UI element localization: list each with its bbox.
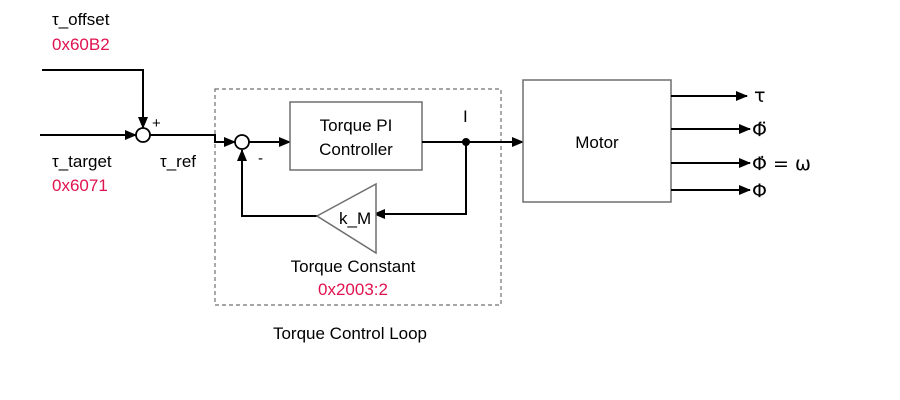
output-torque-label: τ [754, 85, 765, 107]
motor-block [522, 79, 672, 203]
feedback-line-to-junction [237, 149, 318, 217]
gain-label: k_M [339, 209, 371, 228]
torque-constant-label: Torque Constant [291, 257, 416, 276]
summing-junction-2 [234, 134, 250, 150]
pi-controller-label-line1: Torque PI [320, 116, 393, 135]
reference-signal-line [150, 134, 236, 147]
target-register: 0x6071 [52, 176, 108, 195]
output-position-label: Φ [752, 180, 767, 202]
pi-controller-block [289, 101, 423, 171]
minus-sign: - [258, 150, 263, 167]
loop-title: Torque Control Loop [273, 324, 427, 343]
torque-constant-register: 0x2003:2 [318, 280, 388, 299]
offset-label: τ_offset [52, 10, 110, 29]
feedback-line-to-gain [373, 142, 467, 219]
motor-label: Motor [575, 133, 619, 152]
torque-control-loop-boundary [214, 88, 502, 306]
torque-constant-gain-block [315, 182, 377, 255]
reference-label: τ_ref [160, 152, 196, 171]
pi-controller-label-line2: Controller [319, 140, 393, 159]
summing-junction-1 [135, 127, 151, 143]
offset-signal-line [42, 69, 148, 129]
offset-register: 0x60B2 [52, 35, 110, 54]
target-label: τ_target [52, 152, 112, 171]
output-velocity-label: Φ̇ = ω [752, 153, 811, 175]
output-acceleration-label: Φ̈ [752, 119, 767, 141]
plus-sign: + [152, 115, 161, 132]
current-label: I [463, 107, 468, 126]
